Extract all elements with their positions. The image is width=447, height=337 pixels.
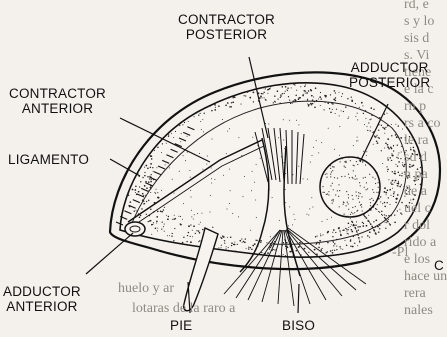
label-biso: BISO bbox=[282, 318, 315, 333]
background-text-line: r dol bbox=[404, 217, 430, 235]
label-contractor-posterior: CONTRACTOR POSTERIOR bbox=[178, 12, 275, 42]
label-pie: PIE bbox=[170, 318, 192, 333]
background-text-line: rido a bbox=[404, 234, 436, 252]
background-text-line: rn p bbox=[404, 98, 426, 116]
background-text-line: rd, e bbox=[404, 0, 429, 14]
background-text-line: rera bbox=[404, 285, 426, 303]
background-text-line: -Pl bbox=[392, 244, 408, 262]
background-text-line: lotaras de la raro a bbox=[132, 300, 235, 318]
label-adductor-anterior: ADDUCTOR ANTERIOR bbox=[3, 284, 81, 314]
background-text-line: sis d bbox=[404, 30, 429, 48]
background-text-line: sd d bbox=[404, 149, 427, 167]
background-text-line: le ra bbox=[404, 132, 428, 150]
anterior-adductor-muscle bbox=[125, 222, 145, 236]
background-text-line: nales bbox=[404, 302, 433, 320]
posterior-adductor-muscle bbox=[320, 157, 380, 217]
background-text-line: huelo y ar bbox=[118, 280, 174, 298]
label-edge-fragment: C bbox=[434, 258, 444, 273]
label-ligamento: LIGAMENTO bbox=[8, 152, 89, 167]
background-text-line: rs a co bbox=[404, 115, 441, 133]
label-contractor-anterior: CONTRACTOR ANTERIOR bbox=[9, 86, 106, 116]
background-text-line: de a bbox=[404, 183, 427, 201]
label-adductor-posterior: ADDUCTOR POSTERIOR bbox=[349, 60, 430, 90]
background-text-line: s y lo bbox=[404, 13, 434, 31]
background-text-line: n pa bbox=[404, 166, 428, 184]
background-text-line: uel c bbox=[404, 200, 431, 218]
